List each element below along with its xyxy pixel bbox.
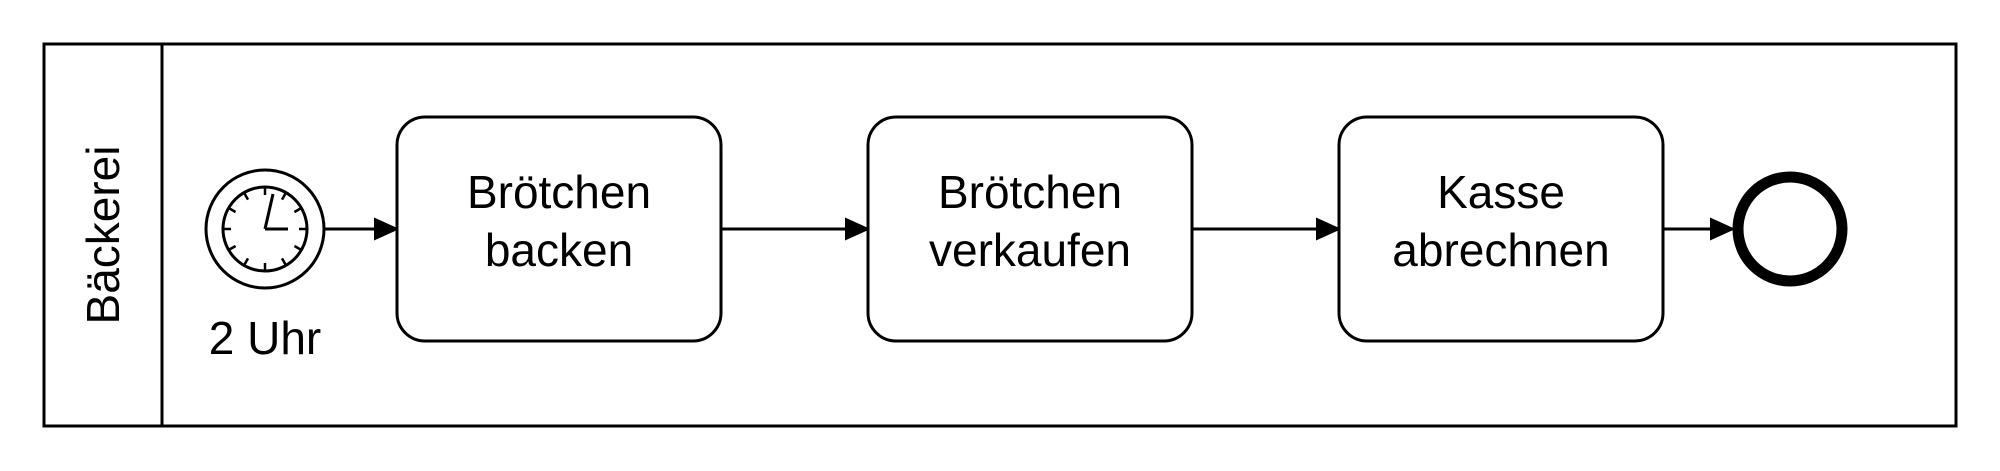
task-box <box>866 115 1194 343</box>
clock-minute-hand <box>263 193 275 230</box>
clock-tick <box>227 206 237 214</box>
arrowhead <box>374 217 400 241</box>
task-label: Brötchen <box>938 166 1122 218</box>
task-label: backen <box>485 224 633 276</box>
task-kasse-abrechnen[interactable]: Kasse abrechnen <box>1337 115 1665 343</box>
clock-tick <box>293 244 303 252</box>
task-broetchen-verkaufen[interactable]: Brötchen verkaufen <box>866 115 1194 343</box>
clock-tick <box>280 191 288 201</box>
task-label: Kasse <box>1437 166 1565 218</box>
clock-tick <box>293 206 303 214</box>
clock-icon <box>223 187 307 271</box>
task-label: Brötchen <box>467 166 651 218</box>
clock-tick <box>242 191 250 201</box>
sequence-flow[interactable] <box>1192 217 1342 241</box>
timer-event-label: 2 Uhr <box>209 312 321 364</box>
sequence-flow[interactable] <box>721 217 871 241</box>
timer-start-event[interactable]: 2 Uhr <box>204 168 326 364</box>
pool-label: Bäckerei <box>77 146 129 325</box>
clock-tick <box>242 257 250 267</box>
task-broetchen-backen[interactable]: Brötchen backen <box>395 115 723 343</box>
clock-tick <box>280 257 288 267</box>
end-event[interactable] <box>1732 171 1848 287</box>
arrowhead <box>845 217 871 241</box>
task-label: verkaufen <box>929 224 1131 276</box>
task-box <box>1337 115 1665 343</box>
arrowhead <box>1316 217 1342 241</box>
sequence-flow[interactable] <box>324 217 400 241</box>
task-label: abrechnen <box>1392 224 1609 276</box>
task-box <box>395 115 723 343</box>
sequence-flow[interactable] <box>1663 217 1736 241</box>
arrowhead <box>1710 217 1736 241</box>
end-event-circle <box>1732 171 1848 287</box>
clock-tick <box>227 244 237 252</box>
